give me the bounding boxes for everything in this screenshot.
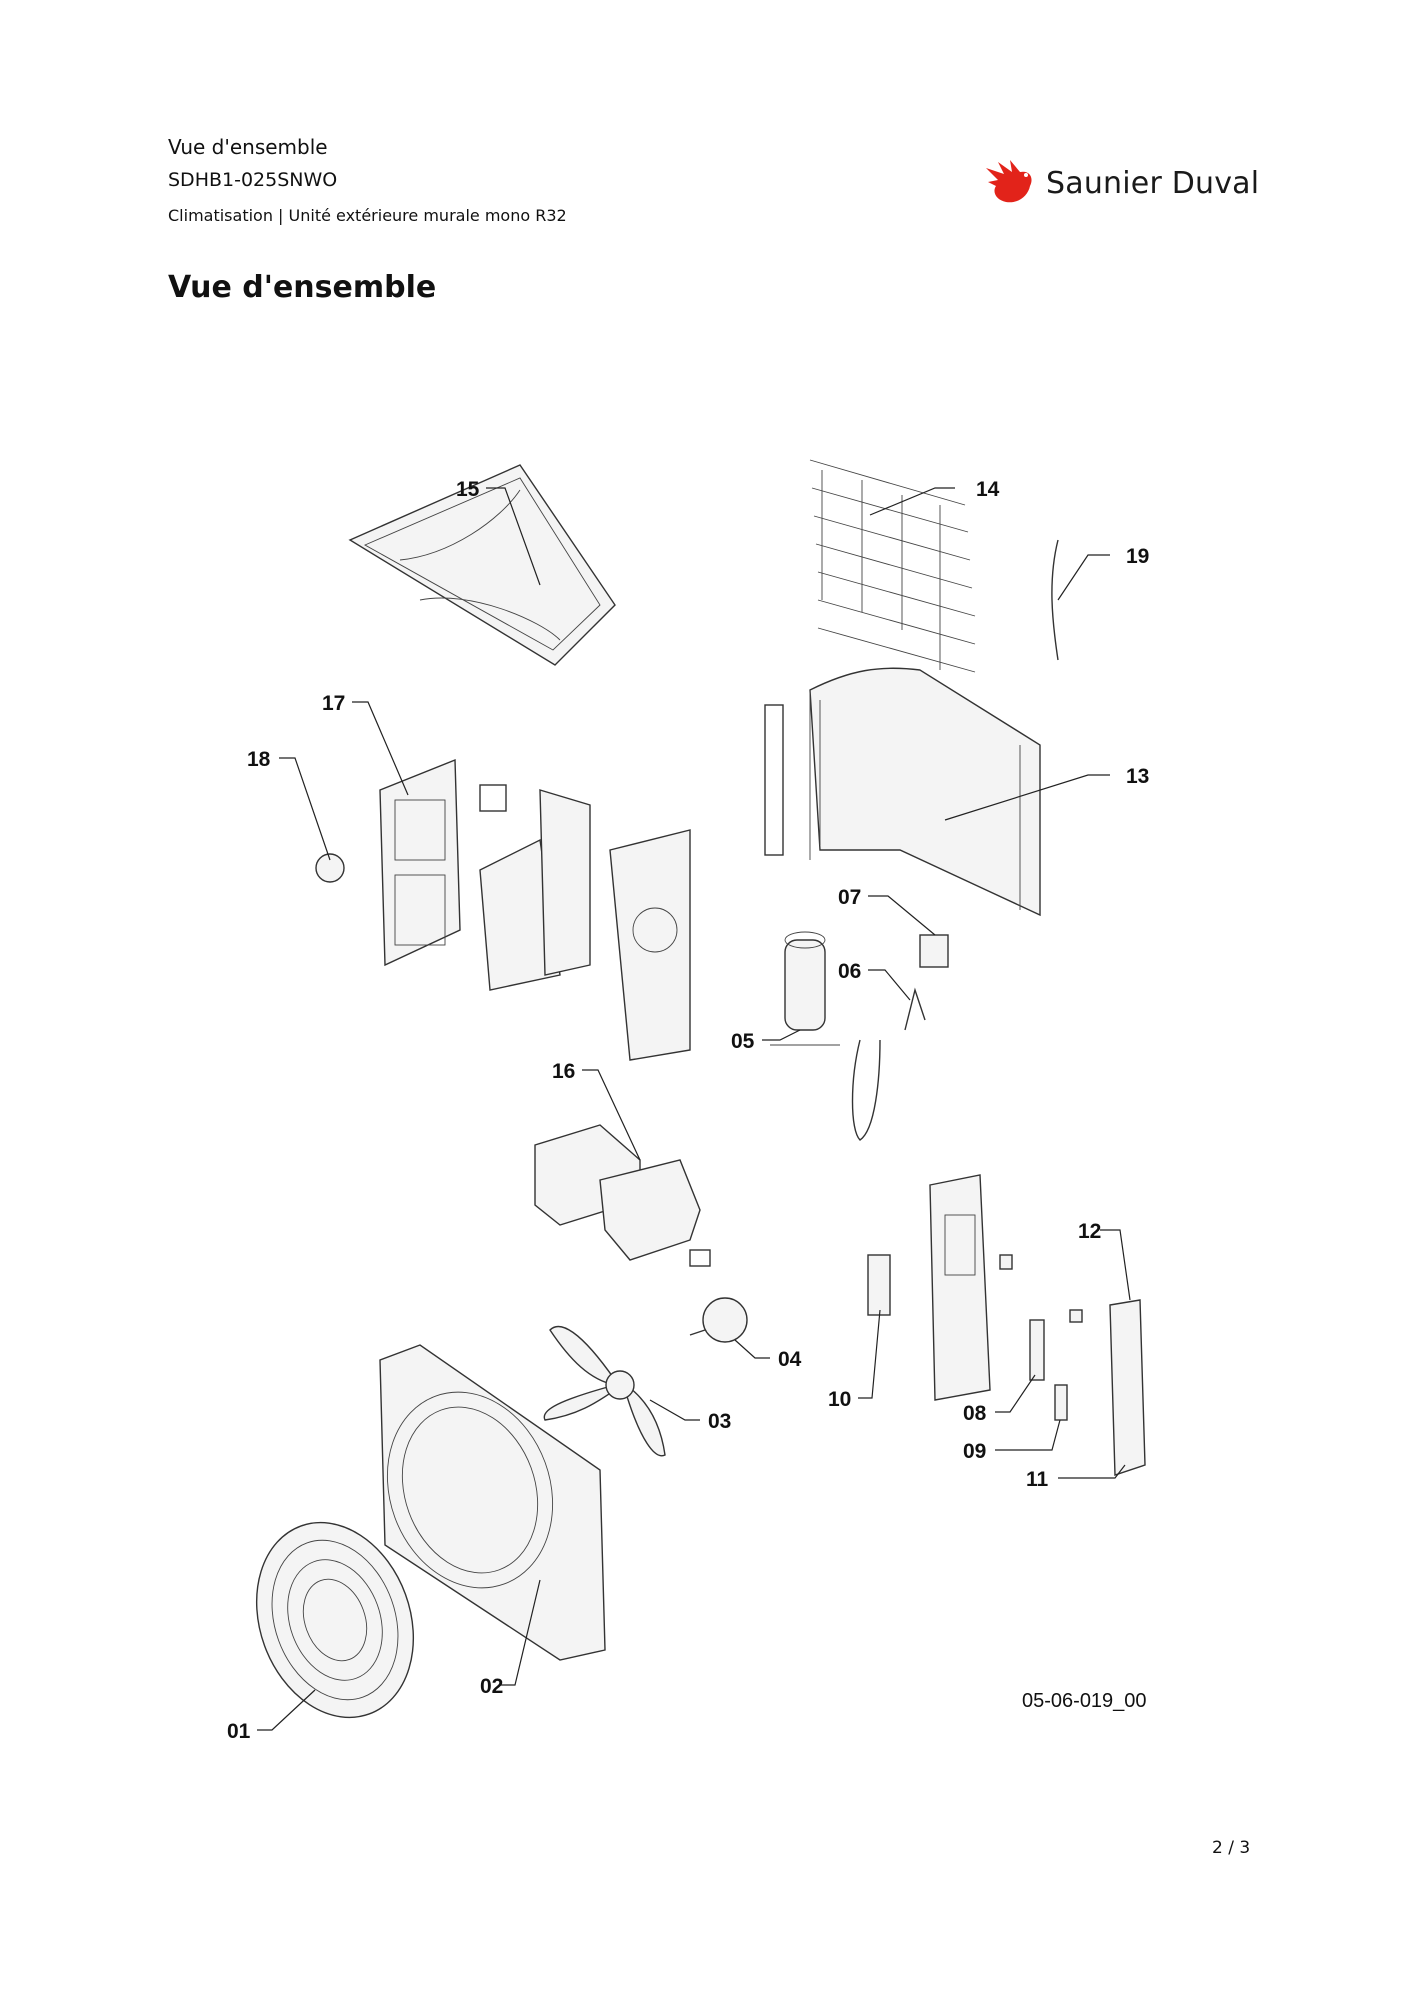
callout-17: 17 <box>322 692 345 715</box>
control-board-part <box>534 1124 711 1267</box>
rear-grille-part <box>809 459 976 673</box>
sensor-part <box>315 853 345 883</box>
callout-02: 02 <box>480 1675 503 1698</box>
page-title: Vue d'ensemble <box>168 270 437 305</box>
callout-03: 03 <box>708 1410 731 1433</box>
condenser-coil-part <box>764 667 1041 917</box>
callout-01: 01 <box>227 1720 251 1743</box>
brand-name: Saunier Duval <box>1046 165 1260 201</box>
partition-panel-part <box>479 784 591 991</box>
callout-06: 06 <box>838 960 861 983</box>
callout-12: 12 <box>1078 1220 1101 1243</box>
red-bird-logo-icon <box>986 160 1032 203</box>
valve-part <box>999 1254 1083 1421</box>
side-panel-part <box>379 758 461 967</box>
top-cover-part <box>348 464 616 666</box>
callout-05: 05 <box>731 1030 755 1053</box>
terminal-box-part <box>919 934 949 968</box>
header-section: Vue d'ensemble <box>168 135 328 159</box>
header-product-line: Climatisation | Unité extérieure murale … <box>168 206 567 225</box>
front-panel-part <box>379 1344 606 1661</box>
piping-part <box>851 987 926 1141</box>
callout-07: 07 <box>838 886 861 909</box>
callout-18: 18 <box>247 748 271 771</box>
fan-guard-part <box>255 1521 415 1719</box>
callout-16: 16 <box>552 1060 575 1083</box>
compressor-part <box>770 931 840 1046</box>
callout-13: 13 <box>1126 765 1149 788</box>
header-model: SDHB1-025SNWO <box>168 169 338 191</box>
callout-14: 14 <box>976 478 1000 501</box>
diagram-reference-code: 05-06-019_00 <box>1022 1690 1147 1712</box>
callout-15: 15 <box>456 478 480 501</box>
page-number: 2 / 3 <box>1212 1838 1251 1858</box>
callout-09: 09 <box>963 1440 986 1463</box>
callout-19: 19 <box>1126 545 1149 568</box>
callout-11: 11 <box>1026 1468 1049 1491</box>
right-side-panel-part <box>929 1174 1146 1476</box>
callout-08: 08 <box>963 1402 987 1425</box>
support-bracket-part <box>609 829 691 1061</box>
callout-04: 04 <box>778 1348 802 1371</box>
brand-logo: Saunier Duval <box>984 160 1259 206</box>
wire-part <box>1051 539 1059 661</box>
fan-motor-part <box>689 1297 748 1343</box>
fan-blade-part <box>543 1325 666 1457</box>
valve-bracket-part <box>867 1254 891 1316</box>
callout-10: 10 <box>828 1388 851 1411</box>
